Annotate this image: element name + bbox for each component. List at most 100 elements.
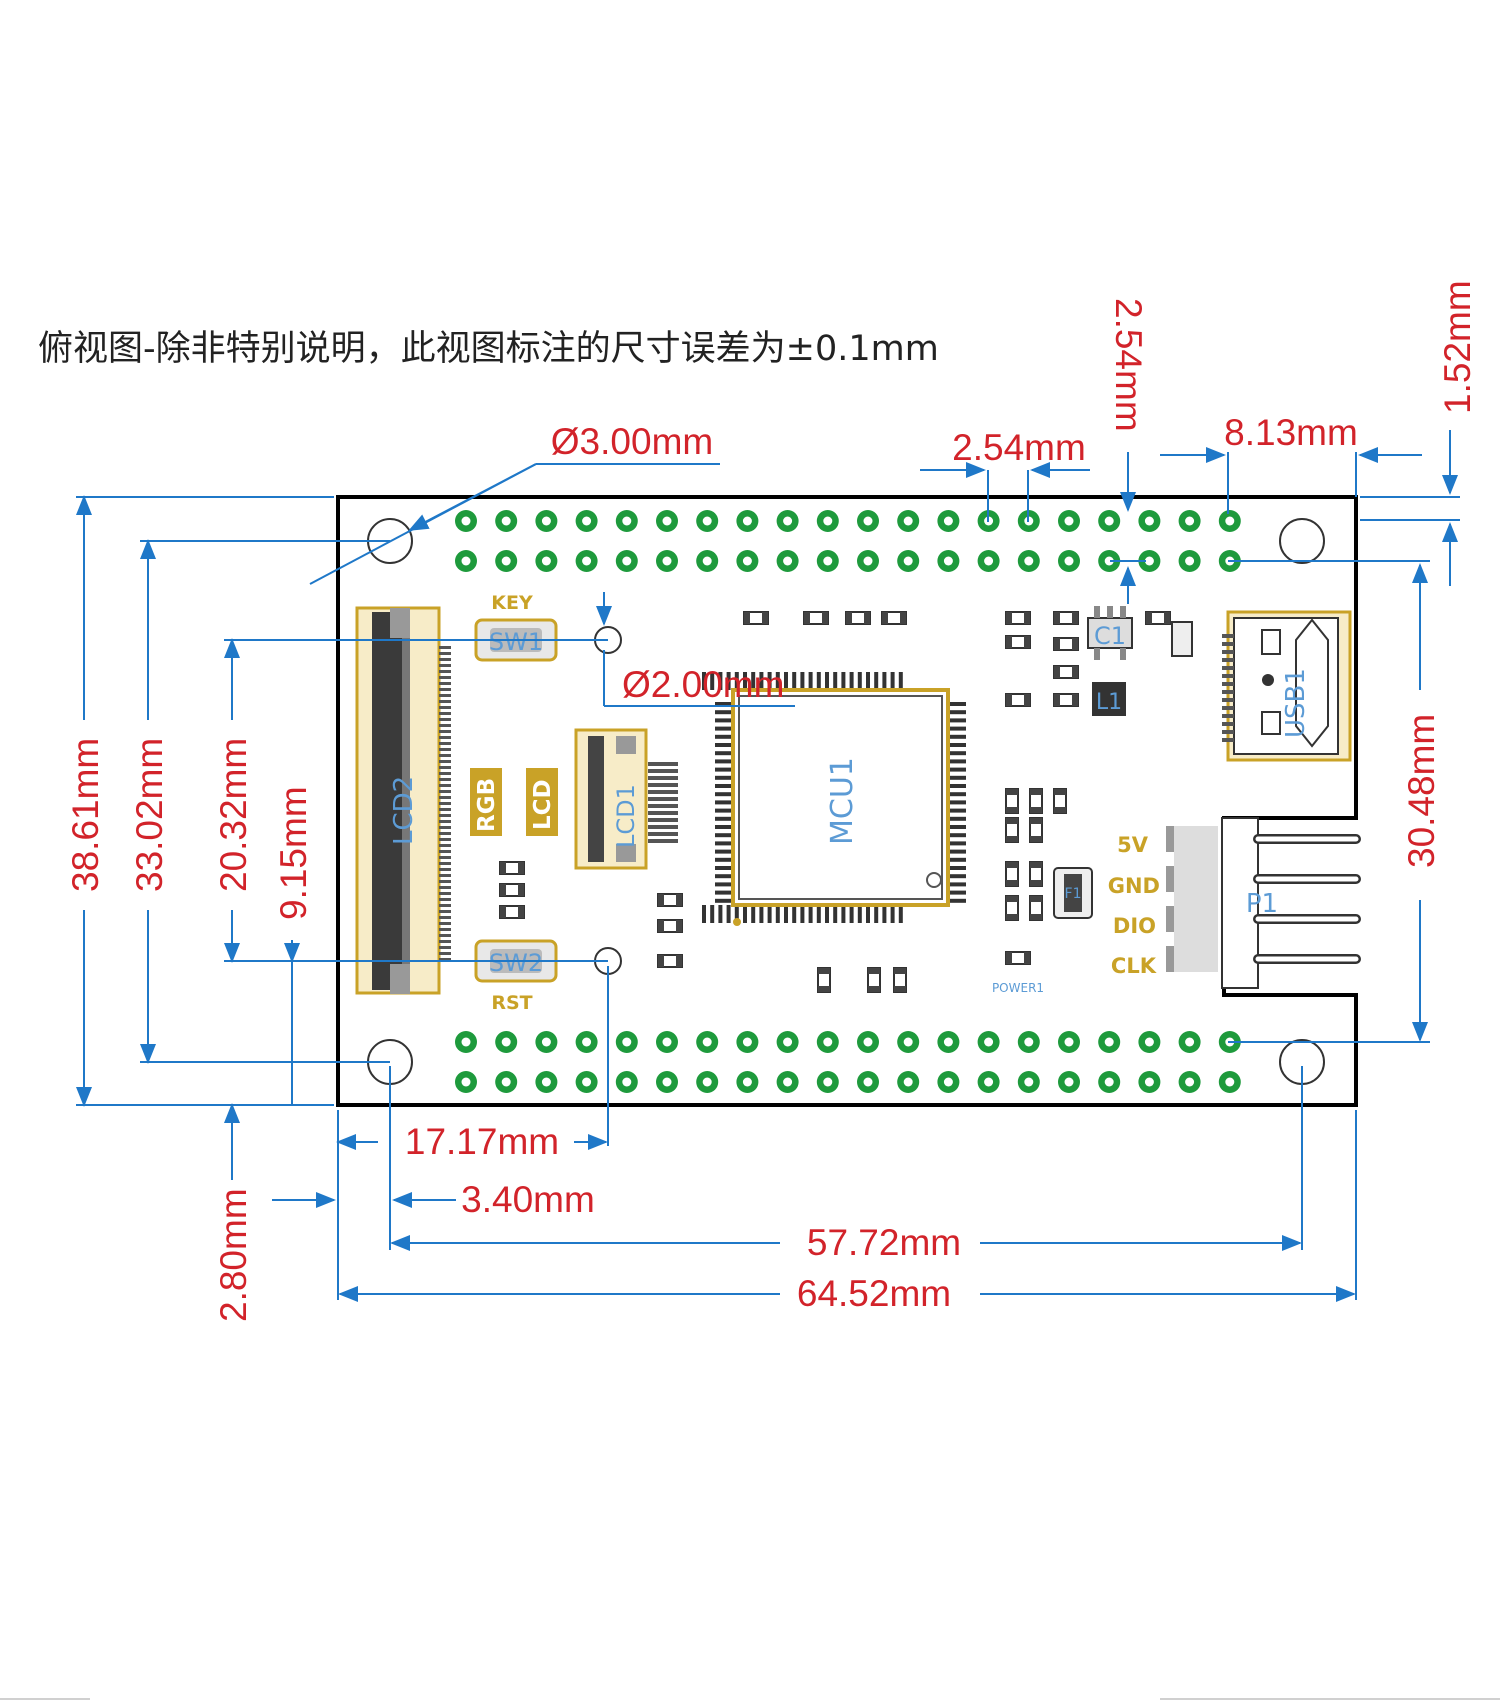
lcd2-pin	[439, 916, 451, 919]
dimension-lines	[76, 430, 1460, 1302]
header-pad-drill	[1064, 1037, 1074, 1047]
mcu-pin	[715, 866, 733, 870]
header-pad-drill	[461, 1077, 471, 1087]
header-pad-drill	[984, 556, 994, 566]
header-pad-drill	[1104, 1037, 1114, 1047]
header-pad-drill	[943, 556, 953, 566]
header-pad-drill	[863, 556, 873, 566]
dim-height-total: 38.61mm	[65, 738, 106, 892]
mcu-pin	[715, 816, 733, 821]
mcu-pin	[715, 751, 733, 756]
header-pad-drill	[863, 516, 873, 526]
dim-hole-from-left: 3.40mm	[461, 1179, 595, 1220]
usb-pin	[1222, 666, 1234, 670]
header-pad-drill	[662, 1077, 672, 1087]
mcu-pin	[715, 759, 733, 764]
mcu-pin	[841, 905, 846, 923]
mcu-pin	[948, 726, 966, 731]
mcu-pin	[874, 905, 879, 923]
lcd-label: LCD	[530, 779, 556, 830]
smd-terminal	[818, 986, 830, 992]
mcu-pin	[702, 905, 706, 923]
mcu-pin	[948, 882, 966, 887]
lcd2-pin	[439, 766, 451, 769]
header-pad-drill	[1104, 516, 1114, 526]
mcu-pin	[874, 672, 879, 690]
lcd2-pin	[439, 754, 451, 757]
lcd2-pin	[439, 658, 451, 661]
lcd2-pin	[439, 742, 451, 745]
header-pad-drill	[541, 1077, 551, 1087]
smd-terminal	[1006, 612, 1012, 624]
header-pad-drill	[501, 1077, 511, 1087]
header-pad-drill	[823, 556, 833, 566]
mcu-pin	[702, 672, 706, 690]
mcu-pin	[948, 775, 966, 780]
smd-terminal	[1054, 612, 1060, 624]
header-pad-drill	[702, 1077, 712, 1087]
lcd2-pin	[439, 856, 451, 859]
smd-terminal	[762, 612, 768, 624]
p1-header	[1166, 817, 1361, 989]
header-pad-drill	[582, 516, 592, 526]
dim-small-hole-offset-v: 9.15mm	[273, 786, 314, 920]
smd-terminal	[1072, 612, 1078, 624]
smd-terminal	[894, 986, 906, 992]
dim-header-rows-span: 30.48mm	[1401, 714, 1442, 868]
mcu-pin	[759, 905, 764, 923]
smd-terminal	[744, 612, 750, 624]
mcu-pin	[715, 775, 733, 780]
usb-pin	[1222, 634, 1234, 638]
mcu-pin	[890, 905, 895, 923]
mcu-pin	[841, 672, 846, 690]
smd-terminal	[518, 884, 524, 896]
lcd1-pin	[648, 825, 678, 829]
mcu-pin	[808, 672, 813, 690]
mcu-pin	[816, 905, 821, 923]
mcu-pin	[882, 672, 887, 690]
smd-terminal	[1024, 636, 1030, 648]
lcd1-pin	[648, 776, 678, 780]
mcu-pin	[800, 672, 805, 690]
mcu-pin	[718, 905, 723, 923]
usb-pin	[1222, 690, 1234, 694]
header-pad-drill	[662, 1037, 672, 1047]
mcu-pin	[743, 672, 747, 690]
lcd1-pin	[648, 790, 678, 794]
sw2-designator: SW2	[489, 949, 543, 977]
usb1-designator: USB1	[1281, 668, 1311, 738]
lcd2-pin	[439, 760, 451, 763]
mcu-pin	[948, 792, 966, 797]
mcu-pin	[948, 816, 966, 821]
mcu-pin	[948, 751, 966, 756]
header-pad-drill	[1104, 1077, 1114, 1087]
mcu1-designator: MCU1	[825, 757, 860, 845]
header-pad-drill	[461, 516, 471, 526]
lcd2-pin	[439, 898, 451, 901]
header-pad-drill	[1144, 516, 1154, 526]
smd-terminal	[1054, 807, 1066, 813]
mcu-pin	[715, 702, 733, 706]
header-pads	[455, 510, 1241, 1093]
header-pad-drill	[823, 1077, 833, 1087]
smd-terminal	[846, 612, 852, 624]
c1-regulator	[1087, 606, 1133, 660]
mcu-pin	[898, 672, 903, 690]
mcu-pin	[715, 710, 733, 715]
lcd2-pin	[439, 874, 451, 877]
header-pad-drill	[1144, 1037, 1154, 1047]
lcd2-pin	[439, 724, 451, 727]
lcd2-pin	[439, 880, 451, 883]
dim-bottom-offset: 2.80mm	[213, 1188, 254, 1322]
mcu-pin	[767, 672, 772, 690]
smd-terminal	[1006, 896, 1018, 902]
lcd1-connector	[574, 728, 678, 870]
lcd2-pin	[439, 706, 451, 709]
smd-terminal	[1006, 636, 1012, 648]
smd-terminal	[658, 894, 664, 906]
header-pad-drill	[783, 516, 793, 526]
lcd2-pin	[439, 952, 451, 955]
mcu-pin	[948, 710, 966, 715]
lcd2-pin	[439, 922, 451, 925]
mcu-pin	[715, 898, 733, 903]
